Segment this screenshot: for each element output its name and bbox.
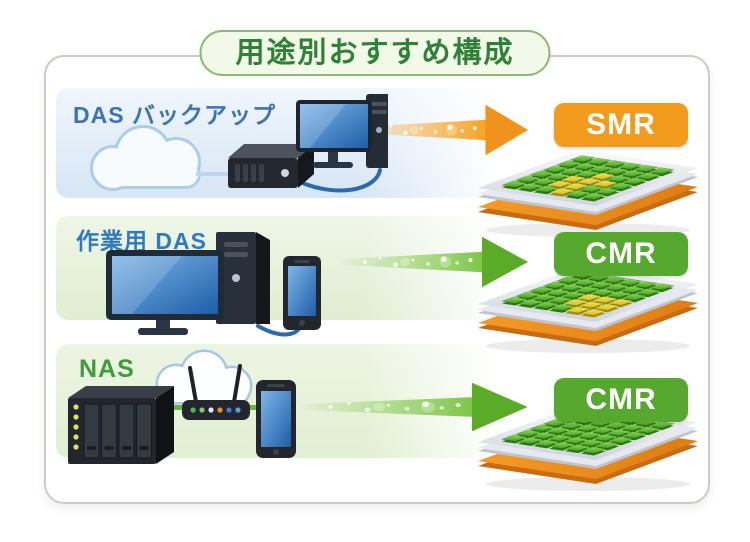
sparkles (375, 124, 477, 136)
sparkles (362, 256, 473, 268)
hdd-illustration (478, 404, 698, 491)
flow-arrow (338, 236, 529, 288)
row2-devices (106, 232, 321, 337)
nas-icon (68, 386, 174, 464)
flow-arrow (352, 104, 529, 156)
smr-badge: SMR (554, 103, 688, 147)
row-label-nas: NAS (79, 355, 135, 383)
desktop-pc-icon (296, 94, 388, 168)
sparkles (328, 401, 461, 412)
cmr-badge: CMR (554, 232, 688, 276)
cloud-icon (90, 125, 201, 191)
row3-devices (68, 349, 296, 464)
router-icon (182, 364, 250, 420)
cmr-badge: CMR (554, 378, 688, 422)
smartphone-icon (256, 380, 296, 458)
hdd-illustration (478, 150, 698, 237)
usb-cable (298, 168, 382, 193)
title-badge: 用途別おすすめ構成 (199, 30, 551, 76)
row-label-das-backup: DAS バックアップ (73, 102, 276, 128)
smartphone-icon (283, 256, 321, 330)
row1-devices (90, 94, 388, 193)
external-drive-icon (228, 144, 314, 188)
hdd-illustration (478, 266, 698, 353)
row-label-working-das: 作業用 DAS (76, 228, 207, 254)
monitor-icon (106, 250, 224, 335)
tower-pc-icon (216, 232, 270, 324)
flow-arrow (298, 382, 528, 432)
